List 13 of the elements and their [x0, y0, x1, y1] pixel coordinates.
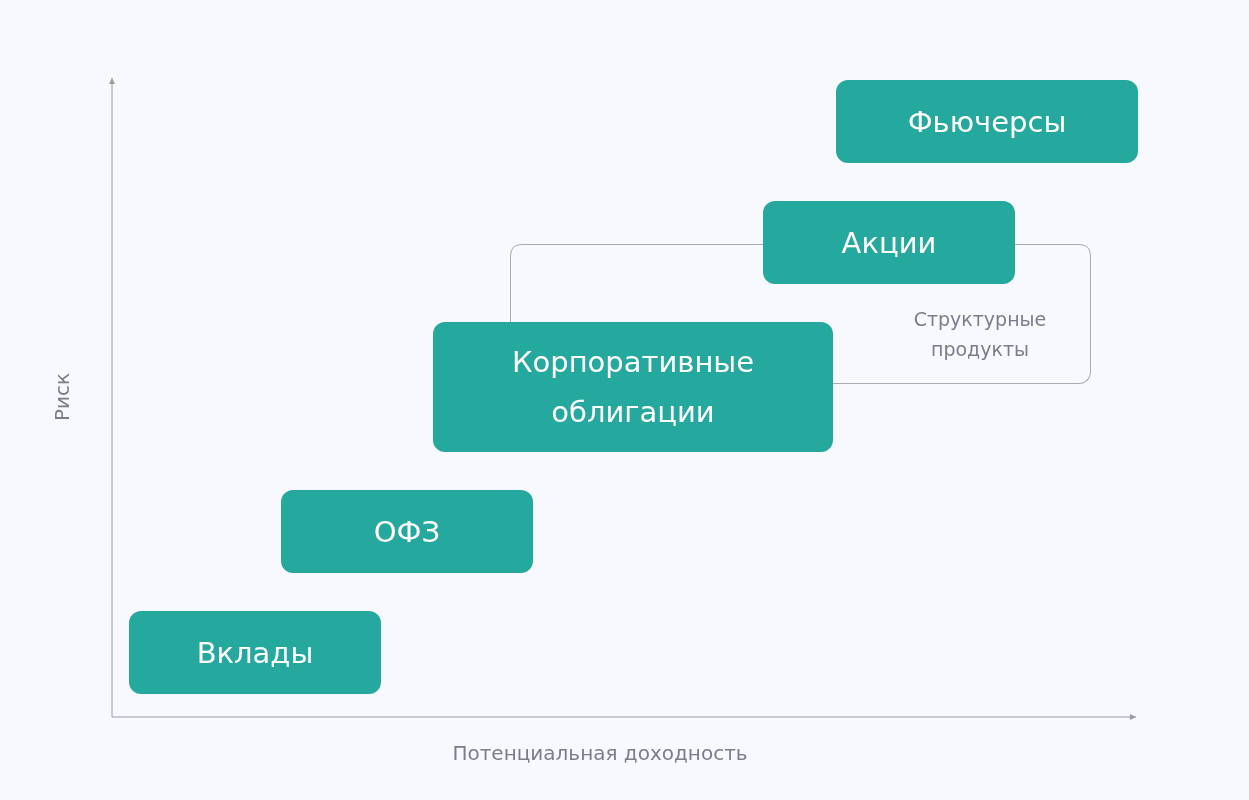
category-box — [281, 490, 533, 573]
category-box — [836, 80, 1138, 163]
category-box — [433, 322, 833, 452]
axis-label: Потенциальная доходность — [452, 740, 748, 767]
category-box — [763, 201, 1015, 284]
box-label: Корпоративные облигации — [510, 344, 756, 431]
box-label: Фьючерсы — [907, 103, 1067, 141]
axis-label: Риск — [49, 372, 75, 422]
box-label: Акции — [841, 224, 937, 262]
box-label: Структурные продукты — [912, 307, 1048, 362]
box-label: ОФЗ — [373, 513, 441, 551]
box-label: Вклады — [196, 634, 314, 672]
category-box — [129, 611, 381, 694]
